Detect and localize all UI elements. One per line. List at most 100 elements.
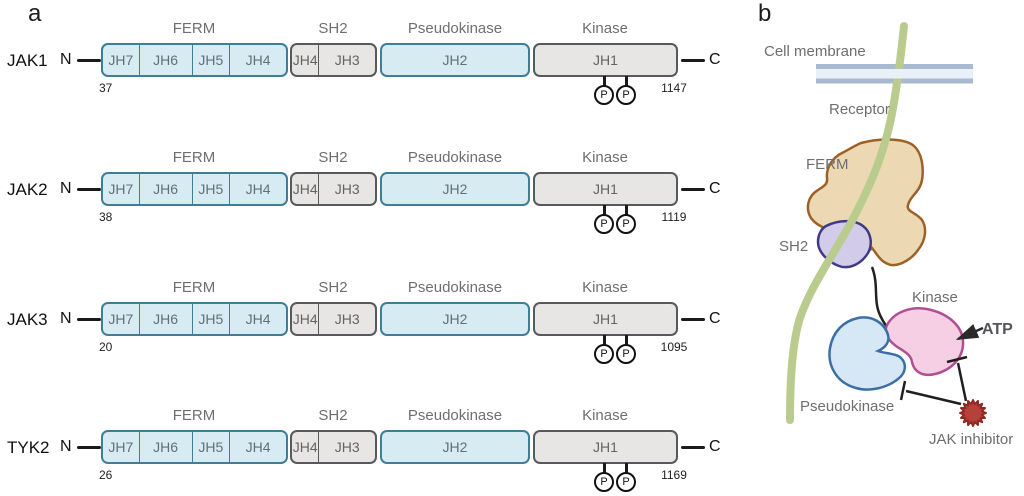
inhibition-line-kinase [956,362,968,402]
jh7-domain: JH7 [103,432,140,462]
protein-name: JAK2 [7,180,48,199]
jh7-domain: JH7 [103,174,140,204]
phospho-site-icon: P [616,214,636,234]
protein-name: TYK2 [7,438,50,457]
jak1-row: FERM SH2 Pseudokinase Kinase JAK1 N JH7 … [0,20,740,115]
jh5-domain: JH5 [193,304,231,334]
ferm-domain-block: JH7 JH6 JH5 JH4 [101,43,288,77]
c-linker-line [681,188,705,191]
ferm-label: FERM [806,156,849,173]
pseudokinase-label: Pseudokinase [800,398,895,415]
end-residue: 1095 [660,340,688,354]
c-linker-line [681,446,705,449]
pseudokinase-domain-block: JH2 [380,43,530,77]
ferm-shape [806,138,927,267]
jh7-domain: JH7 [103,45,140,75]
jh5-domain: JH5 [193,174,231,204]
n-linker-line [77,446,101,449]
kinase-header: Kinase [582,407,628,424]
jak2-row: FERM SH2 Pseudokinase Kinase JAK2 N JH7 … [0,149,740,244]
jh5-domain: JH5 [193,45,231,75]
protein-name: JAK1 [7,51,48,70]
jak-activation-scheme [786,22,987,427]
jh4-domain: JH4 [245,311,271,327]
jak3-row: FERM SH2 Pseudokinase Kinase JAK3 N JH7 … [0,279,740,374]
pseudokinase-domain-block: JH2 [380,302,530,336]
panel-a-label: a [28,0,42,27]
phospho-stem [603,76,606,87]
jh6-domain: JH6 [140,304,193,334]
panel-b-label: b [758,0,772,27]
kinase-domain-block: JH1 [533,43,678,77]
jh3-domain: JH3 [334,52,360,68]
ferm-domain-block: JH7 JH6 JH5 JH4 [101,430,288,464]
phospho-stem [625,463,628,474]
jh4-sh2-domain: JH4 [292,174,320,204]
kinase-domain-block: JH1 [533,172,678,206]
c-linker-line [681,318,705,321]
jh2-domain: JH2 [442,181,468,197]
jh6-domain: JH6 [140,45,193,75]
ferm-domain-block: JH7 JH6 JH5 JH4 [101,172,288,206]
cell-membrane-label: Cell membrane [764,43,866,60]
start-residue: 26 [99,468,113,482]
pseudokinase-domain-block: JH2 [380,172,530,206]
tyk2-row: FERM SH2 Pseudokinase Kinase TYK2 N JH7 … [0,407,740,496]
jh5-domain: JH5 [193,432,231,462]
kinase-header: Kinase [582,20,628,37]
jh3-domain: JH3 [334,181,360,197]
panel-b: b Cell membrane Receptor FERM SH2 Kinase… [730,0,1024,496]
phospho-stem [625,76,628,87]
n-linker-line [77,318,101,321]
jh4-domain: JH4 [245,439,271,455]
jh3-domain: JH3 [334,311,360,327]
jh3-domain: JH3 [334,439,360,455]
end-residue: 1119 [661,210,687,224]
n-terminus: N [60,438,72,455]
pseudokinase-header: Pseudokinase [407,407,503,424]
kinase-header: Kinase [582,279,628,296]
jak-inhibitor-label: JAK inhibitor [929,431,1014,448]
end-residue: 1147 [661,81,687,95]
end-residue: 1169 [661,468,687,482]
c-terminus: C [709,51,721,68]
ferm-header: FERM [172,407,216,424]
membrane-core [816,69,973,79]
jh4-sh2-domain: JH4 [292,304,320,334]
sh2-domain-block: JH4 JH3 [290,302,377,336]
start-residue: 20 [99,340,113,354]
phospho-site-icon: P [616,472,636,492]
receptor-label: Receptor [829,101,890,118]
phospho-site-icon: P [616,344,636,364]
phospho-stem [603,335,606,346]
jh1-domain: JH1 [593,52,618,68]
n-linker-line [77,59,101,62]
sh2-header: SH2 [318,407,348,424]
jh4-domain: JH4 [245,52,271,68]
membrane-band-top [816,64,973,69]
atp-arrow [955,324,984,341]
jh7-domain: JH7 [103,304,140,334]
jh2-domain: JH2 [442,311,468,327]
sh2-header: SH2 [318,279,348,296]
jh4-sh2-domain: JH4 [292,45,320,75]
jh6-domain: JH6 [140,174,193,204]
inhibition-bar-pseudokinase [899,380,907,401]
phospho-site-icon: P [594,214,614,234]
inhibition-line-pseudokinase [905,389,962,406]
phospho-stem [625,335,628,346]
protein-name: JAK3 [7,310,48,329]
jh4-domain: JH4 [245,181,271,197]
ferm-header: FERM [172,149,216,166]
kinase-domain-block: JH1 [533,430,678,464]
phospho-site-icon: P [594,344,614,364]
jh2-domain: JH2 [442,52,468,68]
kinase-domain-block: JH1 [533,302,678,336]
c-terminus: C [709,180,721,197]
kinase-header: Kinase [582,149,628,166]
jak-inhibitor-icon [959,399,987,427]
phospho-site-icon: P [616,85,636,105]
receptor-line [786,22,908,424]
kinase-label: Kinase [912,289,958,306]
